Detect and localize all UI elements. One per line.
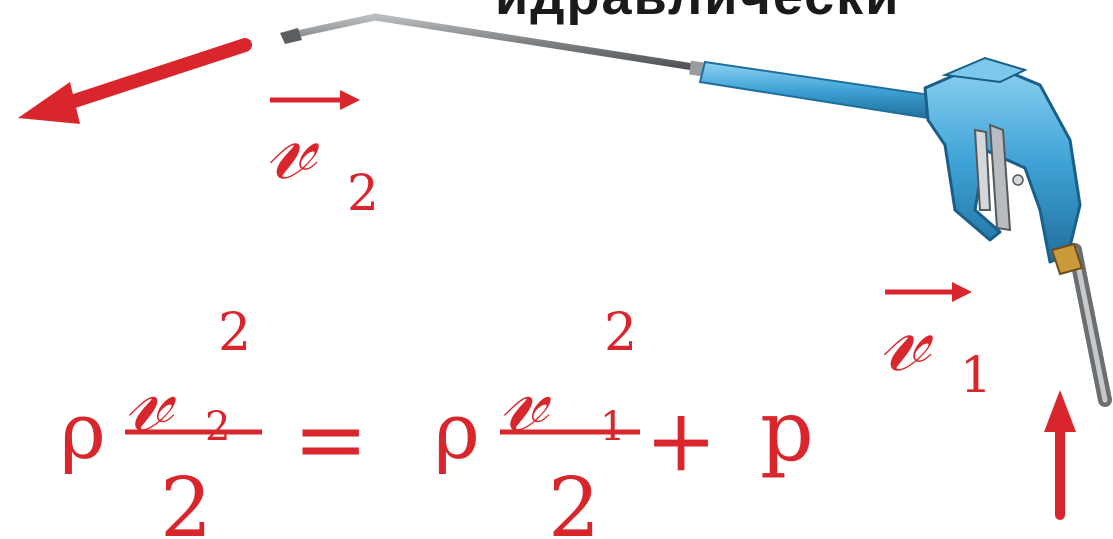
denominator-right: 2 [548, 461, 600, 539]
bernoulli-formula: ρ 𝓋 2 2 2 = ρ 𝓋 2 1 2 + p [60, 303, 814, 539]
velocity-v1-label: 𝓋 1 [880, 277, 992, 404]
v2-symbol: 𝓋 [125, 341, 177, 453]
rho-right: ρ [434, 387, 480, 477]
svg-text:1: 1 [960, 346, 992, 404]
v1-superscript: 2 [604, 303, 637, 363]
svg-text:𝓋: 𝓋 [880, 277, 934, 394]
denominator-left: 2 [160, 461, 212, 539]
pressure-symbol: p [760, 382, 814, 480]
rho-left: ρ [60, 387, 106, 477]
v2-superscript: 2 [218, 303, 251, 363]
velocity-v2-label: 𝓋 2 [266, 85, 379, 222]
arrow-v2-icon [18, 38, 252, 124]
equals-sign: = [293, 387, 368, 492]
v1-symbol: 𝓋 [500, 341, 552, 453]
arrow-v1-icon [1044, 390, 1076, 520]
v2-subscript: 2 [205, 404, 230, 450]
plus-sign: + [645, 391, 717, 491]
top-heading-fragment: идравлически [495, 0, 900, 26]
v1-subscript: 1 [600, 404, 625, 450]
svg-text:𝓋: 𝓋 [266, 85, 320, 202]
pressure-washer-gun-icon [280, 13, 1112, 407]
svg-text:2: 2 [347, 164, 379, 222]
